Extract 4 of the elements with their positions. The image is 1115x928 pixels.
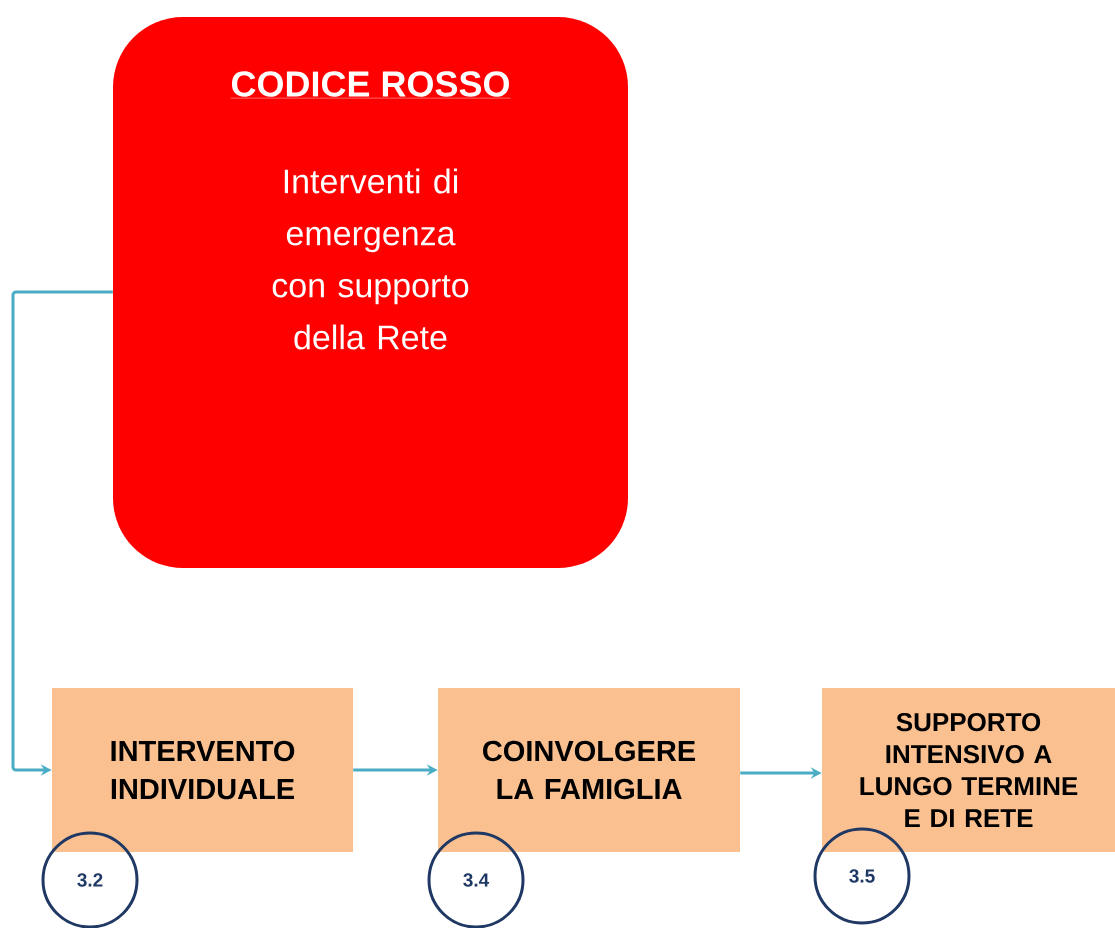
step-box: COINVOLGERE LA FAMIGLIA [438, 688, 740, 852]
step-box: INTERVENTO INDIVIDUALE [52, 688, 353, 852]
emergency-box: CODICE ROSSO Interventi di emergenza con supporto della Rete [113, 17, 628, 568]
step-box: SUPPORTO INTENSIVO A LUNGO TERMINE E DI RETE [822, 688, 1115, 852]
